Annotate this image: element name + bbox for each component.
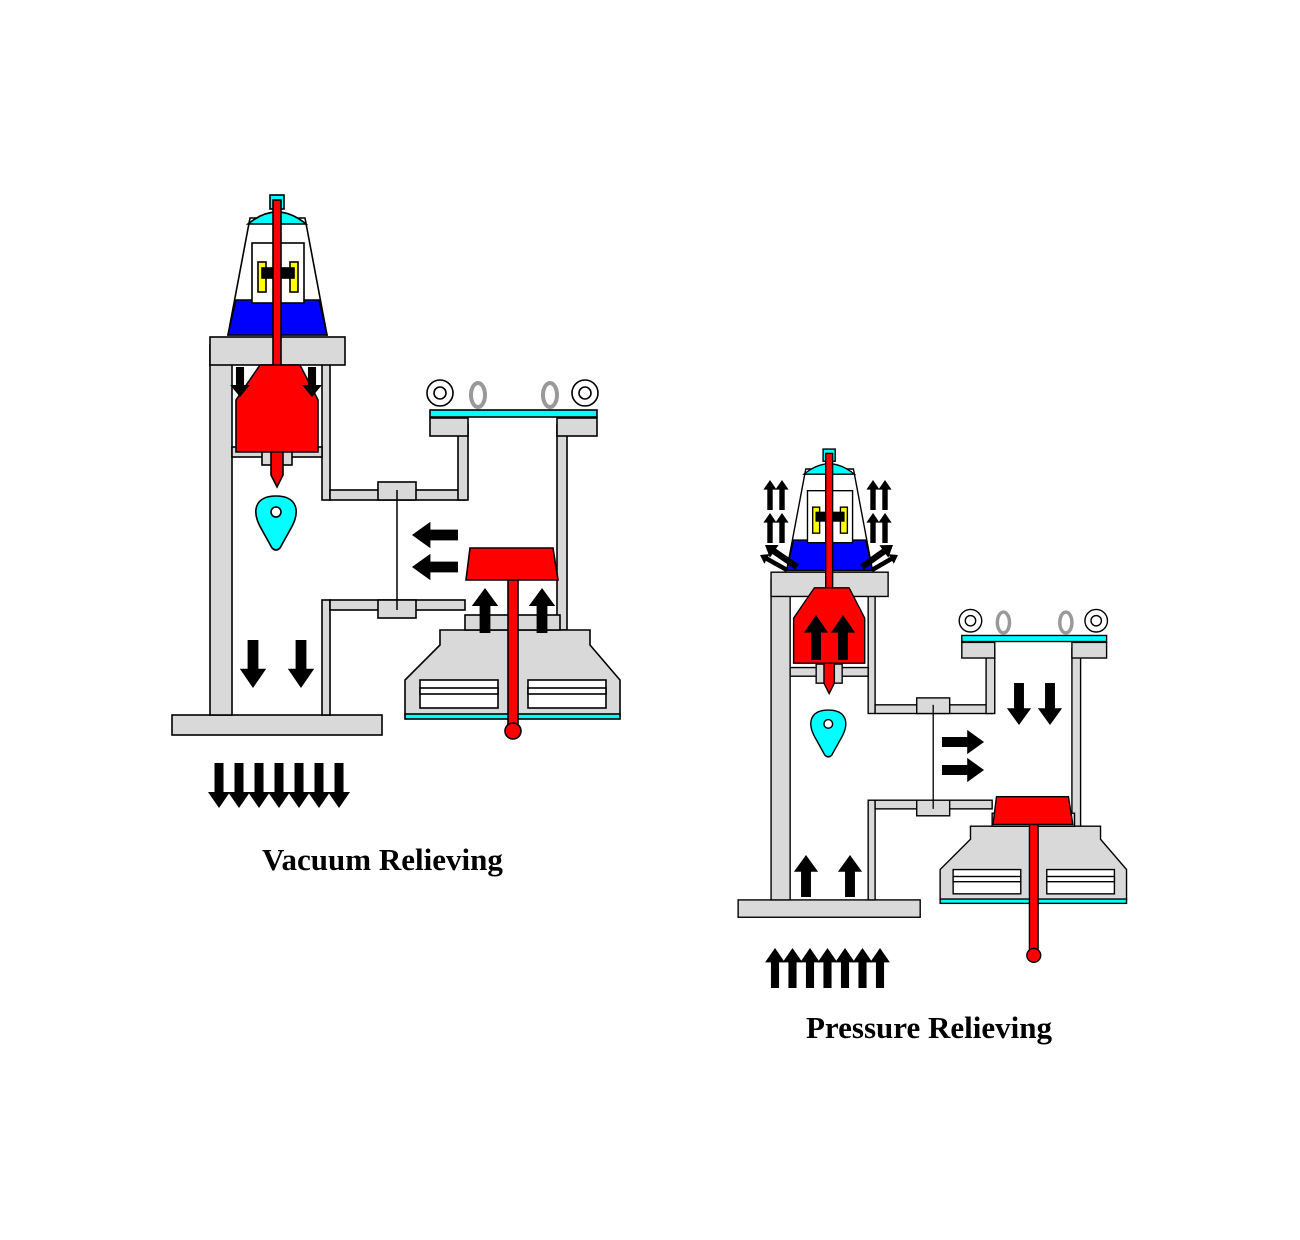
flow-arrow-icon bbox=[230, 367, 250, 397]
flow-arrow-icon bbox=[835, 948, 855, 988]
flow-arrow-icon bbox=[942, 757, 984, 783]
flow-arrow-icon bbox=[760, 554, 789, 572]
flow-arrow-icon bbox=[775, 513, 789, 543]
lifting-ring-icon bbox=[1058, 610, 1074, 635]
body-right-lower-wall bbox=[867, 799, 876, 901]
flow-arrow-icon bbox=[763, 480, 777, 510]
main-pallet bbox=[792, 587, 866, 664]
cyan-weight bbox=[810, 709, 847, 758]
flow-arrow-icon bbox=[800, 948, 820, 988]
flow-arrow-icon bbox=[878, 513, 892, 543]
inlet-flange bbox=[171, 714, 383, 736]
flow-arrow-icon bbox=[765, 545, 799, 570]
flow-arrow-icon bbox=[763, 513, 777, 543]
main-pallet-tail bbox=[823, 662, 836, 696]
diaphragm-plate-left bbox=[952, 875, 1022, 883]
flow-arrow-icon bbox=[528, 588, 556, 633]
weight-hole bbox=[823, 718, 834, 729]
flow-arrow-icon bbox=[412, 553, 458, 581]
flow-arrows bbox=[208, 367, 1063, 988]
body-right-lower-wall bbox=[321, 599, 331, 716]
flow-arrow-icon bbox=[287, 640, 315, 688]
flow-arrow-icon bbox=[866, 480, 880, 510]
flow-arrow-icon bbox=[870, 554, 898, 572]
flow-arrow-icon bbox=[803, 615, 829, 660]
body-left-wall bbox=[770, 578, 791, 901]
eye-bolt-hole bbox=[433, 386, 447, 400]
chamber-right-wall bbox=[556, 424, 568, 631]
eye-bolt-hole bbox=[1090, 614, 1103, 627]
flow-arrow-icon bbox=[852, 948, 873, 988]
pressure-relieving-caption: Pressure Relieving bbox=[806, 1010, 1052, 1045]
cover-flange-left bbox=[961, 641, 996, 659]
pressure-relieving-valve bbox=[737, 448, 1128, 964]
inlet-flange bbox=[737, 899, 921, 918]
lifting-ring-icon bbox=[995, 610, 1012, 635]
flow-arrow-icon bbox=[942, 729, 984, 755]
eye-bolt-hole bbox=[964, 614, 977, 627]
cover-flange-left bbox=[429, 417, 469, 437]
flow-arrow-icon bbox=[228, 763, 250, 808]
flow-arrow-icon bbox=[793, 855, 819, 897]
eye-bolt-hole bbox=[578, 386, 592, 400]
flow-arrow-icon bbox=[471, 588, 499, 633]
vacuum-relieving-caption: Vacuum Relieving bbox=[262, 842, 503, 877]
cyan-weight bbox=[255, 495, 297, 551]
flow-arrow-icon bbox=[328, 763, 350, 808]
flow-arrow-icon bbox=[866, 513, 880, 543]
main-pallet-tail bbox=[270, 451, 284, 489]
vacuum-pallet-knob bbox=[1026, 947, 1042, 964]
diaphragm-plate-right bbox=[1046, 875, 1116, 883]
vacuum-pallet-stem bbox=[1028, 823, 1039, 956]
diaphragm-plate-right bbox=[527, 687, 607, 695]
cover-flange-right bbox=[1071, 641, 1108, 659]
flow-arrow-icon bbox=[1037, 683, 1063, 725]
chamber-cover bbox=[429, 409, 598, 418]
vacuum-relieving-valve bbox=[171, 194, 621, 740]
flow-arrow-icon bbox=[288, 763, 310, 808]
vacuum-pallet bbox=[992, 796, 1074, 826]
cover-flange-right bbox=[556, 417, 598, 437]
flow-arrow-icon bbox=[765, 948, 785, 988]
flow-arrow-icon bbox=[239, 640, 267, 688]
diaphragm-plate-left bbox=[419, 687, 499, 695]
flow-arrow-icon bbox=[830, 615, 856, 660]
weight-hole bbox=[270, 506, 282, 518]
flow-arrow-icon bbox=[878, 480, 892, 510]
flow-arrow-icon bbox=[268, 763, 290, 808]
chamber-right-wall bbox=[1071, 647, 1082, 827]
flow-arrow-icon bbox=[817, 948, 838, 988]
flow-arrow-icon bbox=[302, 367, 322, 397]
flow-arrow-icon bbox=[1006, 683, 1032, 725]
flow-arrow-icon bbox=[248, 763, 270, 808]
flow-arrow-icon bbox=[837, 855, 863, 897]
flow-arrow-icon bbox=[782, 948, 803, 988]
flow-arrow-icon bbox=[208, 763, 230, 808]
body-left-wall bbox=[209, 344, 233, 716]
flow-arrow-icon bbox=[775, 480, 789, 510]
vacuum-pallet bbox=[465, 547, 559, 581]
lifting-ring-icon bbox=[541, 381, 559, 409]
body-right-upper-wall bbox=[321, 344, 331, 501]
flow-arrow-icon bbox=[308, 763, 330, 808]
vacuum-pallet-knob bbox=[504, 722, 522, 740]
main-pallet bbox=[235, 364, 319, 453]
flow-arrow-icon bbox=[412, 521, 458, 549]
lifting-ring-icon bbox=[469, 381, 487, 409]
body-right-upper-wall bbox=[867, 578, 876, 715]
chamber-cover bbox=[961, 634, 1108, 643]
flow-arrow-icon bbox=[860, 545, 893, 570]
vacuum-pallet-stem bbox=[507, 579, 519, 731]
flow-arrow-icon bbox=[870, 948, 890, 988]
